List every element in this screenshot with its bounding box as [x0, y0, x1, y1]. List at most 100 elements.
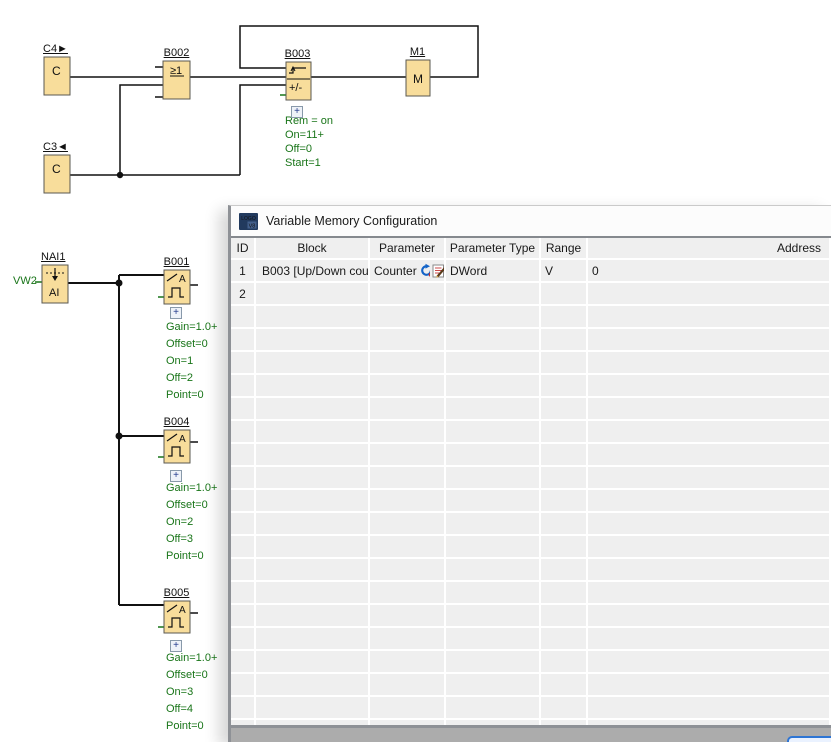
- row-range-cell[interactable]: [541, 559, 588, 580]
- table-row[interactable]: [231, 444, 831, 467]
- row-range-cell[interactable]: [541, 513, 588, 534]
- row-parameter-cell[interactable]: [370, 605, 446, 626]
- row-id-cell[interactable]: 1: [231, 260, 256, 281]
- table-row[interactable]: [231, 674, 831, 697]
- row-id-cell[interactable]: [231, 329, 256, 350]
- table-row[interactable]: 2: [231, 283, 831, 306]
- row-parameter-cell[interactable]: [370, 283, 446, 304]
- table-row[interactable]: [231, 329, 831, 352]
- row-id-cell[interactable]: [231, 375, 256, 396]
- dialog-title-bar[interactable]: LOGO V8 Variable Memory Configuration: [231, 206, 831, 236]
- row-range-cell[interactable]: [541, 306, 588, 327]
- row-parameter-cell[interactable]: [370, 559, 446, 580]
- row-parameter-type-cell[interactable]: [446, 697, 541, 718]
- row-address-cell[interactable]: [588, 306, 831, 327]
- row-block-cell[interactable]: B003 [Up/Down counter]: [256, 260, 370, 281]
- row-parameter-type-cell[interactable]: DWord: [446, 260, 541, 281]
- row-address-cell[interactable]: 0: [588, 260, 831, 281]
- row-id-cell[interactable]: [231, 352, 256, 373]
- row-parameter-cell[interactable]: [370, 467, 446, 488]
- row-block-cell[interactable]: [256, 697, 370, 718]
- row-id-cell[interactable]: [231, 490, 256, 511]
- table-row[interactable]: [231, 513, 831, 536]
- expand-params-button-b001[interactable]: +: [170, 307, 182, 319]
- table-row[interactable]: [231, 467, 831, 490]
- row-block-cell[interactable]: [256, 628, 370, 649]
- row-id-cell[interactable]: [231, 421, 256, 442]
- row-address-cell[interactable]: [588, 398, 831, 419]
- ok-button[interactable]: [787, 736, 831, 742]
- row-parameter-type-cell[interactable]: [446, 559, 541, 580]
- row-parameter-type-cell[interactable]: [446, 375, 541, 396]
- row-range-cell[interactable]: [541, 605, 588, 626]
- row-range-cell[interactable]: [541, 444, 588, 465]
- row-parameter-type-cell[interactable]: [446, 467, 541, 488]
- row-address-cell[interactable]: [588, 674, 831, 695]
- row-parameter-cell[interactable]: [370, 352, 446, 373]
- expand-params-button-b005[interactable]: +: [170, 640, 182, 652]
- row-parameter-cell[interactable]: [370, 375, 446, 396]
- row-block-cell[interactable]: [256, 306, 370, 327]
- row-parameter-cell[interactable]: [370, 628, 446, 649]
- row-range-cell[interactable]: [541, 674, 588, 695]
- row-block-cell[interactable]: [256, 674, 370, 695]
- row-parameter-type-cell[interactable]: [446, 283, 541, 304]
- row-parameter-type-cell[interactable]: [446, 628, 541, 649]
- expand-params-button-b003[interactable]: +: [291, 106, 303, 118]
- row-parameter-type-cell[interactable]: [446, 421, 541, 442]
- row-id-cell[interactable]: [231, 398, 256, 419]
- row-id-cell[interactable]: [231, 674, 256, 695]
- table-row[interactable]: [231, 697, 831, 720]
- row-id-cell[interactable]: [231, 559, 256, 580]
- row-parameter-cell[interactable]: [370, 674, 446, 695]
- row-address-cell[interactable]: [588, 467, 831, 488]
- row-range-cell[interactable]: [541, 651, 588, 672]
- row-parameter-type-cell[interactable]: [446, 582, 541, 603]
- row-block-cell[interactable]: [256, 651, 370, 672]
- edit-icon[interactable]: [432, 263, 444, 278]
- row-parameter-type-cell[interactable]: [446, 513, 541, 534]
- row-block-cell[interactable]: [256, 720, 370, 725]
- row-address-cell[interactable]: [588, 651, 831, 672]
- row-parameter-cell[interactable]: [370, 421, 446, 442]
- row-address-cell[interactable]: [588, 375, 831, 396]
- row-block-cell[interactable]: [256, 490, 370, 511]
- row-parameter-type-cell[interactable]: [446, 674, 541, 695]
- row-address-cell[interactable]: [588, 720, 831, 725]
- row-block-cell[interactable]: [256, 582, 370, 603]
- row-address-cell[interactable]: [588, 697, 831, 718]
- row-address-cell[interactable]: [588, 329, 831, 350]
- row-address-cell[interactable]: [588, 283, 831, 304]
- row-address-cell[interactable]: [588, 582, 831, 603]
- table-row[interactable]: [231, 490, 831, 513]
- row-parameter-cell[interactable]: [370, 536, 446, 557]
- row-parameter-cell[interactable]: [370, 329, 446, 350]
- row-parameter-type-cell[interactable]: [446, 352, 541, 373]
- row-parameter-type-cell[interactable]: [446, 306, 541, 327]
- table-row[interactable]: [231, 375, 831, 398]
- row-id-cell[interactable]: 2: [231, 283, 256, 304]
- row-block-cell[interactable]: [256, 536, 370, 557]
- row-range-cell[interactable]: [541, 720, 588, 725]
- row-parameter-type-cell[interactable]: [446, 651, 541, 672]
- row-address-cell[interactable]: [588, 513, 831, 534]
- row-range-cell[interactable]: [541, 398, 588, 419]
- table-row[interactable]: [231, 306, 831, 329]
- row-range-cell[interactable]: [541, 490, 588, 511]
- row-range-cell[interactable]: [541, 697, 588, 718]
- row-parameter-type-cell[interactable]: [446, 329, 541, 350]
- row-block-cell[interactable]: [256, 375, 370, 396]
- row-parameter-type-cell[interactable]: [446, 444, 541, 465]
- row-address-cell[interactable]: [588, 490, 831, 511]
- row-range-cell[interactable]: [541, 536, 588, 557]
- row-range-cell[interactable]: [541, 283, 588, 304]
- row-id-cell[interactable]: [231, 582, 256, 603]
- table-row[interactable]: [231, 559, 831, 582]
- row-range-cell[interactable]: V: [541, 260, 588, 281]
- row-block-cell[interactable]: [256, 421, 370, 442]
- row-id-cell[interactable]: [231, 605, 256, 626]
- row-block-cell[interactable]: [256, 559, 370, 580]
- block-b005[interactable]: [164, 601, 190, 633]
- row-id-cell[interactable]: [231, 513, 256, 534]
- row-range-cell[interactable]: [541, 329, 588, 350]
